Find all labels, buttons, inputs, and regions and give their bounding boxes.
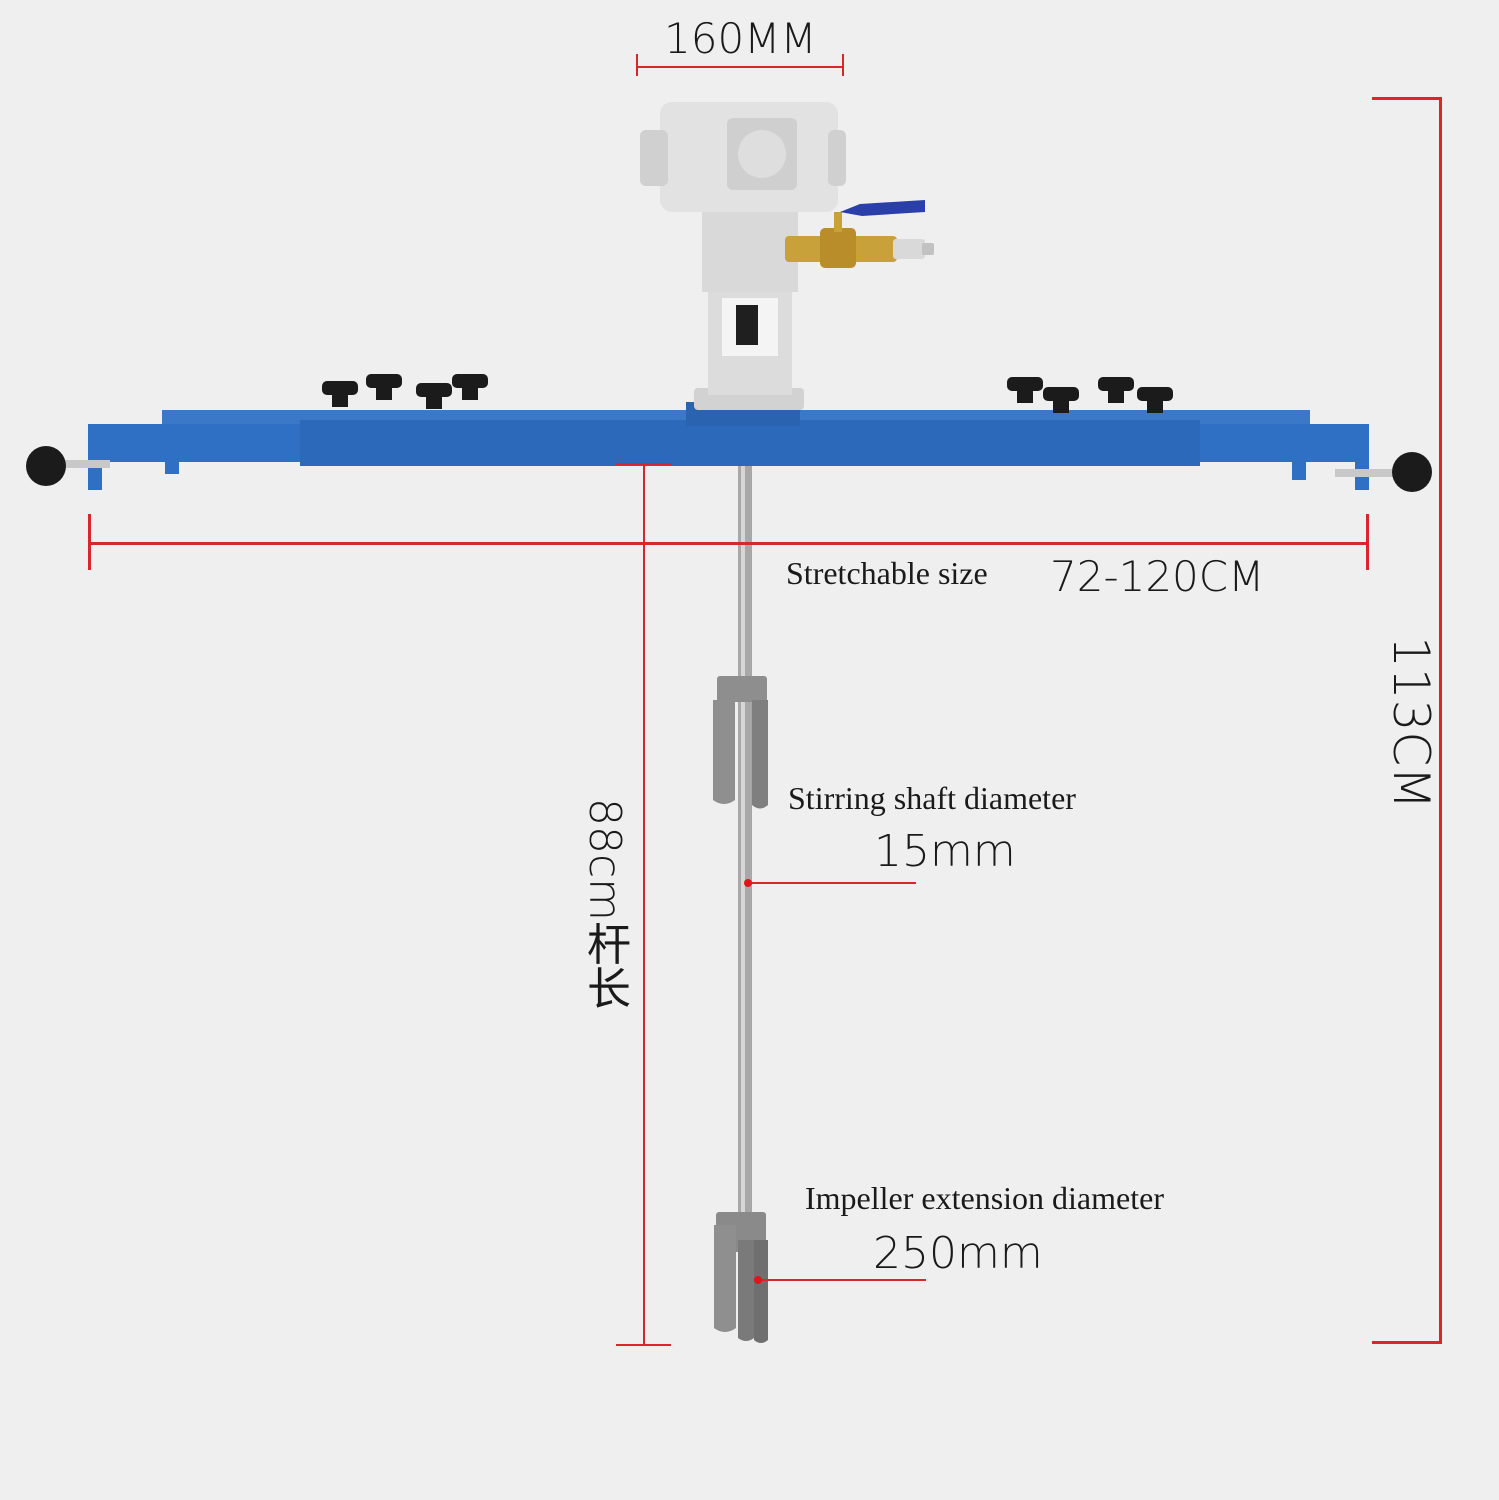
motor-width-dimension-line [636, 66, 844, 68]
dimension-tick [616, 463, 671, 465]
stretchable-size-value: 72-120CM [1050, 552, 1265, 601]
clamp-knob-right [1335, 452, 1432, 492]
dimension-tick [616, 1344, 671, 1346]
bracket-knobs-left [322, 374, 488, 409]
motor-width-label: 160MM [664, 14, 817, 63]
impeller-diameter-marker [754, 1276, 762, 1284]
shaft-diameter-value: 15mm [874, 826, 1016, 877]
dimension-tick [88, 514, 91, 570]
upper-impeller [713, 676, 768, 809]
air-motor [640, 102, 846, 410]
impeller-diameter-value: 250mm [873, 1228, 1043, 1279]
shaft-diameter-marker [744, 879, 752, 887]
impeller-diameter-label: Impeller extension diameter [805, 1180, 1164, 1216]
dimension-tick [1372, 97, 1442, 100]
dimension-tick [842, 54, 844, 76]
lower-impeller [714, 1212, 768, 1343]
bracket-knobs-right [1007, 377, 1173, 413]
quick-connector [893, 239, 925, 259]
stretchable-size-label: Stretchable size [786, 555, 988, 591]
clamp-knob-left [26, 446, 110, 486]
rod-length-label: 88cm杆长 [579, 798, 630, 1010]
impeller-diameter-leader-line [758, 1279, 926, 1281]
telescopic-bracket [88, 402, 1369, 490]
valve-handle [840, 200, 925, 216]
rod-length-dimension-line [643, 464, 645, 1346]
dimension-tick [1366, 514, 1369, 570]
stretchable-dimension-line [90, 542, 1368, 545]
total-height-dimension-line [1439, 98, 1442, 1344]
ball-valve [785, 200, 934, 268]
dimension-tick [636, 54, 638, 76]
dimension-tick [1372, 1341, 1442, 1344]
shaft-diameter-leader-line [748, 882, 916, 884]
total-height-label: 113CM [1382, 636, 1440, 810]
shaft-diameter-label: Stirring shaft diameter [788, 780, 1076, 816]
